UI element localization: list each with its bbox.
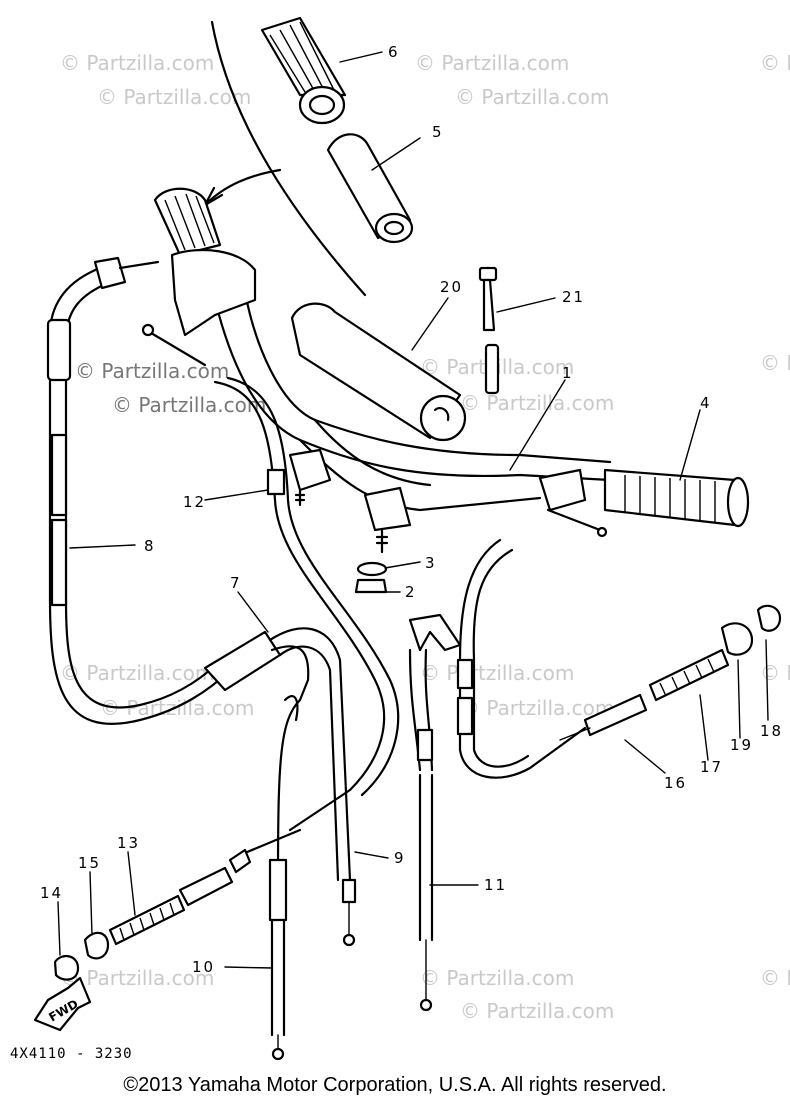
sleeve-5 — [326, 133, 414, 244]
cable-7 — [203, 627, 352, 882]
callout-6: 6 — [388, 43, 400, 61]
watermark-dark: © Partzilla.com — [75, 359, 229, 383]
cable-12 — [141, 323, 400, 832]
watermark: © Partzilla.com — [460, 391, 614, 415]
parts-14-15 — [53, 931, 110, 981]
cable-16 — [456, 538, 648, 779]
watermark-dark: © Partzilla.com — [112, 393, 266, 417]
callout-13: 13 — [117, 834, 140, 852]
callout-19: 19 — [730, 736, 753, 754]
cable-9 — [341, 878, 357, 947]
watermark: © Partzilla.com — [760, 661, 790, 685]
handlebar-1 — [153, 187, 612, 554]
watermark: © Partzilla.com — [760, 351, 790, 375]
watermark: © Partzilla.com — [460, 696, 614, 720]
watermark: © Partzilla.com — [460, 999, 614, 1023]
callout-12: 12 — [183, 493, 206, 511]
watermark: © Partzilla.com — [415, 51, 569, 75]
callout-5: 5 — [432, 123, 444, 141]
pad-20 — [290, 302, 467, 442]
callouts: 6 5 20 21 1 4 12 3 2 8 7 9 11 10 13 15 1… — [40, 43, 783, 976]
leader-lines — [57, 51, 769, 969]
cable-8 — [46, 256, 232, 725]
callout-10: 10 — [192, 958, 215, 976]
grip-4 — [603, 468, 750, 528]
callout-21: 21 — [562, 288, 585, 306]
callout-4: 4 — [700, 394, 712, 412]
cable-10 — [268, 858, 288, 1061]
callout-14: 14 — [40, 884, 63, 902]
watermark: © Partzilla.com — [60, 51, 214, 75]
watermark: © Partzilla.com — [455, 85, 609, 109]
callout-2: 2 — [405, 583, 417, 601]
callout-7: 7 — [230, 574, 242, 592]
copyright-notice: ©2013 Yamaha Motor Corporation, U.S.A. A… — [123, 1074, 667, 1096]
fwd-arrow: FWD — [33, 976, 92, 1032]
callout-1: 1 — [562, 364, 574, 382]
cable-11 — [408, 613, 462, 1012]
watermark: © Partzilla.com — [420, 966, 574, 990]
watermark: © Partzilla.com — [97, 85, 251, 109]
adjuster-17 — [648, 604, 782, 702]
callout-16: 16 — [664, 774, 687, 792]
adjuster-13 — [108, 828, 302, 946]
strap-21 — [478, 266, 500, 395]
callout-9: 9 — [394, 849, 406, 867]
callout-20: 20 — [440, 278, 463, 296]
callout-8: 8 — [144, 537, 156, 555]
watermark: © Partzilla.com — [420, 661, 574, 685]
watermark: © Partzilla.com — [760, 51, 790, 75]
callout-15: 15 — [78, 854, 101, 872]
watermark: © Partzilla.com — [60, 661, 214, 685]
watermark: © Partzilla.com — [760, 966, 790, 990]
callout-3: 3 — [425, 554, 437, 572]
callout-17: 17 — [700, 758, 723, 776]
watermark: © Partzilla.com — [60, 966, 214, 990]
grip-6 — [260, 16, 347, 125]
diagram-part-code: 4X4110 - 3230 — [10, 1046, 133, 1062]
callout-11: 11 — [484, 876, 507, 894]
watermarks: © Partzilla.com © Partzilla.com © Partzi… — [60, 51, 790, 1023]
callout-18: 18 — [760, 722, 783, 740]
nut-washer — [354, 561, 388, 594]
